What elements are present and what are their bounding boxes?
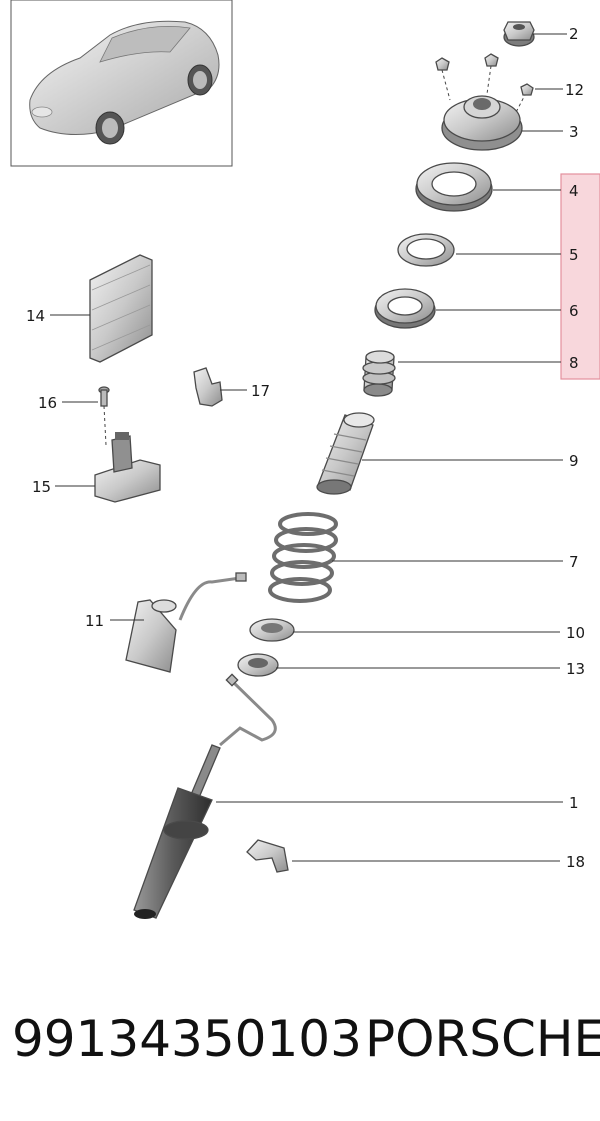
- part-11-sensor: [125, 572, 247, 673]
- callout-9: 9: [569, 452, 579, 470]
- footer: 99134350103 PORSCHE: [0, 1000, 600, 1080]
- callout-16: 16: [38, 394, 57, 412]
- part-15-sensor-module: [94, 432, 161, 503]
- callout-5: 5: [569, 246, 579, 264]
- part-5-washer: [397, 233, 455, 267]
- part-12-bolts: [435, 53, 534, 119]
- part-7-coil-spring: [268, 512, 338, 603]
- callout-1: 1: [569, 794, 579, 812]
- brand-name: PORSCHE: [365, 1010, 600, 1068]
- part-3-top-mount: [441, 95, 523, 151]
- callout-18: 18: [566, 853, 585, 871]
- callout-14: 14: [26, 307, 45, 325]
- part-8-bump-stop: [362, 350, 396, 397]
- part-16-screw: [98, 386, 110, 446]
- part-13-isolator: [237, 653, 279, 677]
- callout-3: 3: [569, 123, 579, 141]
- part-6-seat: [374, 288, 436, 329]
- callout-12: 12: [565, 81, 584, 99]
- part-9-dust-boot: [316, 412, 375, 495]
- part-2-nut: [503, 21, 535, 47]
- callout-8: 8: [569, 354, 579, 372]
- callout-17: 17: [251, 382, 270, 400]
- part-14-control-unit: [89, 254, 153, 363]
- part-18-clip: [246, 839, 289, 873]
- callout-11: 11: [85, 612, 104, 630]
- part-1-shock-absorber: [133, 673, 277, 919]
- part-number: 99134350103: [12, 1010, 362, 1068]
- callout-2: 2: [569, 25, 579, 43]
- leader-lines: [50, 33, 567, 862]
- callout-labels: 2 12 3 4 5 6 8 9 7 10 13 1 18 11 14 16 1…: [26, 25, 585, 871]
- callout-4: 4: [569, 182, 579, 200]
- callout-7: 7: [569, 553, 579, 571]
- part-17-bracket: [193, 367, 223, 407]
- highlight-group-box: [560, 173, 600, 380]
- callout-6: 6: [569, 302, 579, 320]
- vehicle-thumbnail: [10, 0, 233, 167]
- parts-diagram: 2 12 3 4 5 6 8 9 7 10 13 1 18 11 14 16 1…: [10, 0, 600, 919]
- callout-15: 15: [32, 478, 51, 496]
- part-10-lower-seat: [249, 618, 295, 642]
- part-4-bearing: [415, 162, 493, 212]
- callout-13: 13: [566, 660, 585, 678]
- callout-10: 10: [566, 624, 585, 642]
